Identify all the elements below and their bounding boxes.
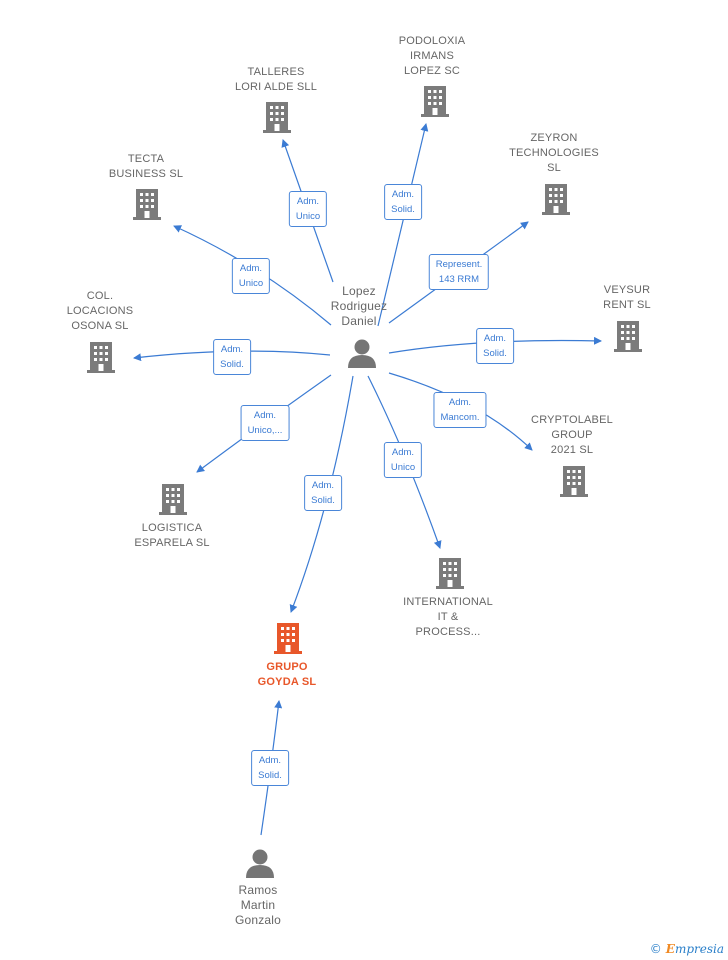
person-name: Lopez Rodriguez Daniel	[330, 284, 388, 328]
building-icon	[274, 623, 302, 654]
building-icon	[614, 321, 642, 352]
role-label-ramos-grupo[interactable]: Adm. Solid.	[251, 750, 289, 786]
building-icon	[542, 184, 570, 215]
building-icon	[263, 102, 291, 133]
brand-logo: ©Empresia	[650, 942, 724, 956]
role-label-podoloxia[interactable]: Adm. Solid.	[384, 184, 422, 220]
edge-podoloxia	[377, 123, 429, 327]
role-label-veysur[interactable]: Adm. Solid.	[476, 328, 514, 364]
person-icon	[348, 339, 376, 368]
company-name: GRUPO GOYDA SL	[257, 661, 317, 688]
person-icon	[246, 849, 274, 878]
company-name: CRYPTOLABEL GROUP 2021 SL	[531, 414, 613, 456]
role-label-international[interactable]: Adm. Unico	[383, 442, 423, 478]
company-name: PODOLOXIA IRMANS LOPEZ SC	[398, 35, 466, 77]
company-name: INTERNATIONAL IT & PROCESS...	[403, 596, 493, 638]
building-icon	[436, 558, 464, 589]
role-label-col[interactable]: Adm. Solid.	[213, 339, 251, 375]
copyright-icon: ©	[649, 942, 662, 956]
role-label-talleres[interactable]: Adm. Unico	[288, 191, 328, 227]
company-name: ZEYRON TECHNOLOGIES SL	[509, 132, 599, 174]
building-icon	[421, 86, 449, 117]
company-name: TECTA BUSINESS SL	[108, 153, 184, 180]
role-label-logistica[interactable]: Adm. Unico,...	[240, 405, 290, 441]
company-name: LOGISTICA ESPARELA SL	[134, 522, 210, 549]
role-label-cryptolabel[interactable]: Adm. Mancom.	[433, 392, 487, 428]
company-name: TALLERES LORI ALDE SLL	[234, 66, 318, 93]
building-icon	[87, 342, 115, 373]
company-name: COL. LOCACIONS OSONA SL	[66, 290, 134, 332]
building-icon	[560, 466, 588, 497]
company-name: VEYSUR RENT SL	[603, 284, 651, 311]
person-name: Ramos Martin Gonzalo	[234, 883, 282, 927]
role-label-zeyron[interactable]: Represent. 143 RRM	[428, 254, 490, 290]
building-icon	[133, 189, 161, 220]
brand-name: mpresia	[674, 942, 724, 956]
role-label-tecta[interactable]: Adm. Unico	[231, 258, 271, 294]
building-icon	[159, 484, 187, 515]
role-label-grupo[interactable]: Adm. Solid.	[304, 475, 342, 511]
brand-initial: E	[665, 942, 675, 956]
